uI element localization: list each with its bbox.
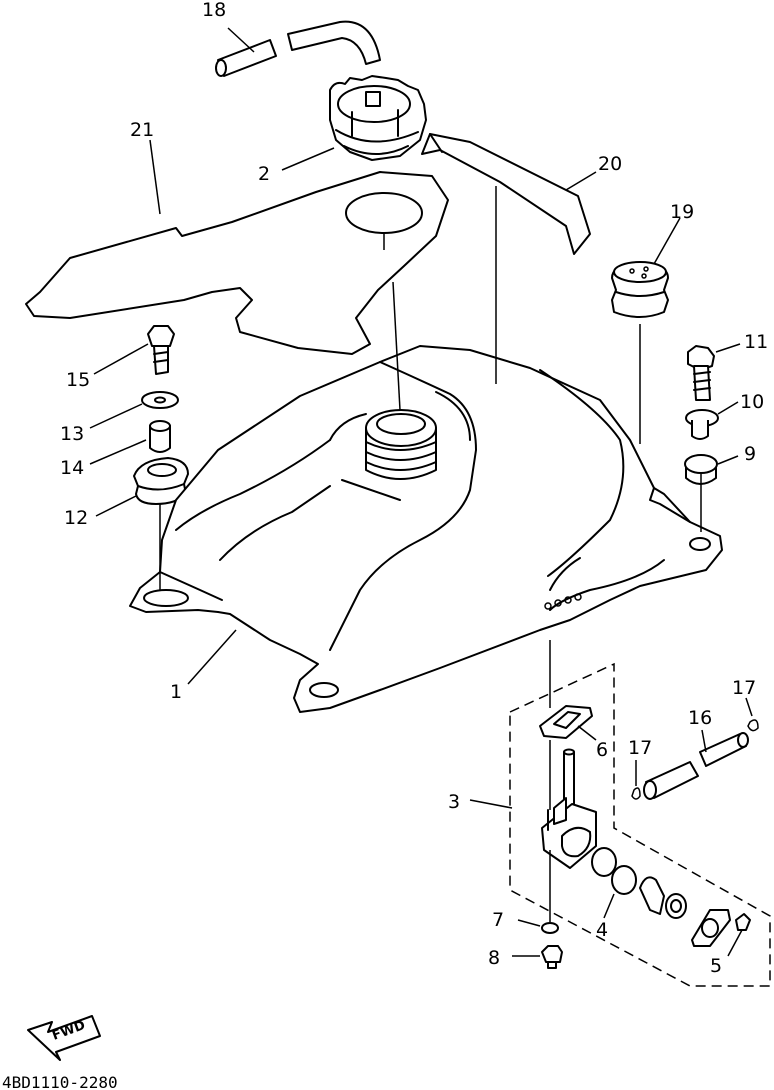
callout-20: 20 xyxy=(598,153,622,175)
part-2-fuel-cap xyxy=(329,75,427,161)
part-17-clip-b xyxy=(747,719,759,732)
callout-18: 18 xyxy=(202,0,226,21)
callout-10: 10 xyxy=(740,391,764,413)
callout-15: 15 xyxy=(66,369,90,391)
callout-21: 21 xyxy=(130,119,154,141)
callout-11: 11 xyxy=(744,331,768,353)
assembly-lines xyxy=(159,186,702,922)
callout-17a: 17 xyxy=(732,677,756,699)
leader-lines xyxy=(89,27,753,957)
part-13-washer xyxy=(141,391,179,409)
callout-12: 12 xyxy=(64,507,88,529)
part-3-fuel-cock xyxy=(541,748,597,869)
part-15-bolt xyxy=(147,325,175,375)
part-17-clip-a xyxy=(631,787,641,800)
callout-16: 16 xyxy=(688,707,712,729)
part-6-gasket xyxy=(539,705,593,739)
part-10-collar xyxy=(685,409,719,440)
callout-14: 14 xyxy=(60,457,84,479)
part-21-pad xyxy=(25,171,449,355)
part-11-bolt xyxy=(687,345,715,401)
diagram-code: 4BD1110-2280 xyxy=(2,1073,118,1090)
part-5-cover-plate xyxy=(691,909,751,947)
part-20-strip xyxy=(421,133,591,255)
part-8-drain-screw xyxy=(541,945,563,969)
callout-7: 7 xyxy=(492,909,504,931)
callout-1: 1 xyxy=(170,681,182,703)
callout-2: 2 xyxy=(258,163,270,185)
callout-8: 8 xyxy=(488,947,500,969)
fuel-cock-assembly-outline xyxy=(509,662,771,987)
callout-9: 9 xyxy=(744,443,756,465)
callout-3: 3 xyxy=(448,791,460,813)
part-14-collar xyxy=(149,420,171,453)
callout-13: 13 xyxy=(60,423,84,445)
callout-19: 19 xyxy=(670,201,694,223)
callout-4: 4 xyxy=(596,919,608,941)
callout-17b: 17 xyxy=(628,737,652,759)
callout-6: 6 xyxy=(596,739,608,761)
part-4-lever-set xyxy=(591,847,687,919)
part-12-damper xyxy=(133,457,189,505)
fwd-arrow-icon: FWD xyxy=(27,1015,101,1061)
part-7-washer xyxy=(541,922,559,934)
callout-5: 5 xyxy=(710,955,722,977)
part-16-fuel-hose xyxy=(643,732,749,800)
part-18-breather-hose xyxy=(215,20,381,77)
part-19-grommet xyxy=(611,261,669,318)
part-1-fuel-tank xyxy=(129,345,723,713)
